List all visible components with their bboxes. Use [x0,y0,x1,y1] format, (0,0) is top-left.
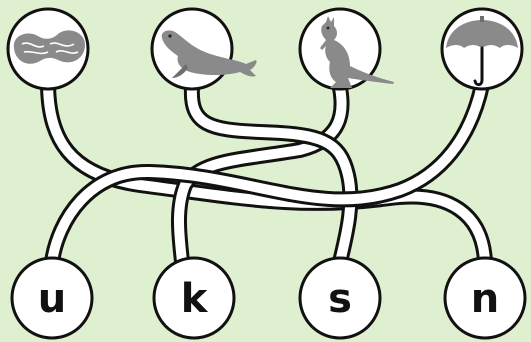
letter-u[interactable]: u [10,256,94,340]
picture-seal[interactable] [150,7,257,91]
picture-umbrella[interactable] [440,7,524,91]
kangaroo-icon [320,16,394,88]
umbrella-icon [446,16,518,87]
letter-u-label: u [38,276,66,322]
peanut-icon [13,30,86,64]
letter-k[interactable]: k [152,256,236,340]
tube-kangaroo-to-k[interactable] [170,80,350,270]
letter-s[interactable]: s [298,256,382,340]
letter-n-label: n [471,276,499,322]
seal-icon [161,30,257,78]
letter-s-label: s [328,276,352,322]
letter-n[interactable]: n [443,256,527,340]
tube-peanut-to-n[interactable] [40,74,493,270]
picture-peanut[interactable] [6,7,90,91]
tube-umbrella-to-u[interactable] [44,77,490,270]
tube-seal-to-s[interactable] [183,80,359,270]
letter-k-label: k [181,276,209,322]
picture-kangaroo[interactable] [298,7,394,91]
